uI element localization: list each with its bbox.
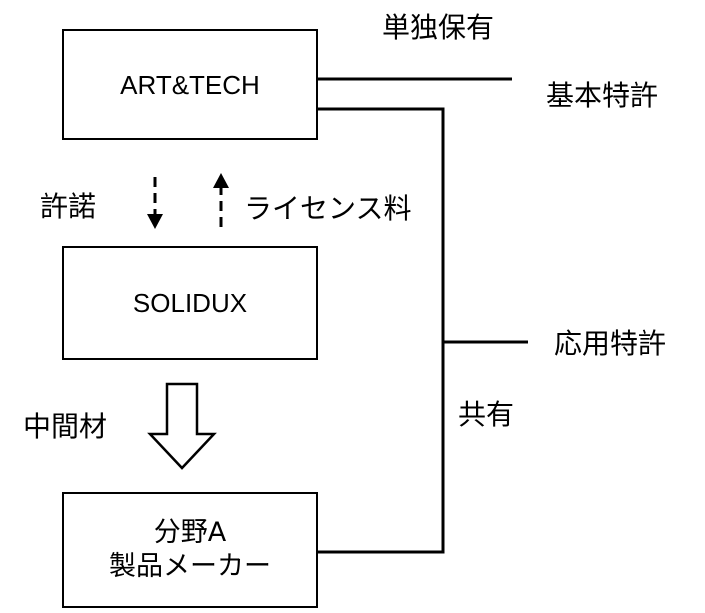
maker-box: 分野A 製品メーカー <box>62 492 318 608</box>
basic-patent-label: 基本特許 <box>546 79 659 112</box>
co-owned-label: 共有 <box>458 398 515 431</box>
maker-label-line1: 分野A <box>153 517 227 549</box>
solidux-label: SOLIDUX <box>132 288 248 318</box>
solidux-box: SOLIDUX <box>62 246 318 360</box>
art-tech-box: ART&TECH <box>62 29 318 140</box>
sole-ownership-label: 単独保有 <box>382 11 495 44</box>
maker-label: 分野A 製品メーカー <box>109 516 271 584</box>
license-fee-arrowhead <box>213 173 229 188</box>
co-owned-line <box>318 107 445 554</box>
intermediate-material-arrow <box>147 382 217 470</box>
intermediate-material-label: 中間材 <box>23 410 108 443</box>
license-grant-label: 許諾 <box>40 190 97 223</box>
application-patent-label: 応用特許 <box>554 327 667 360</box>
license-grant-arrowhead <box>147 214 163 229</box>
license-fee-label: ライセンス料 <box>244 192 412 225</box>
maker-label-line2: 製品メーカー <box>109 551 271 582</box>
art-tech-label: ART&TECH <box>120 69 260 100</box>
